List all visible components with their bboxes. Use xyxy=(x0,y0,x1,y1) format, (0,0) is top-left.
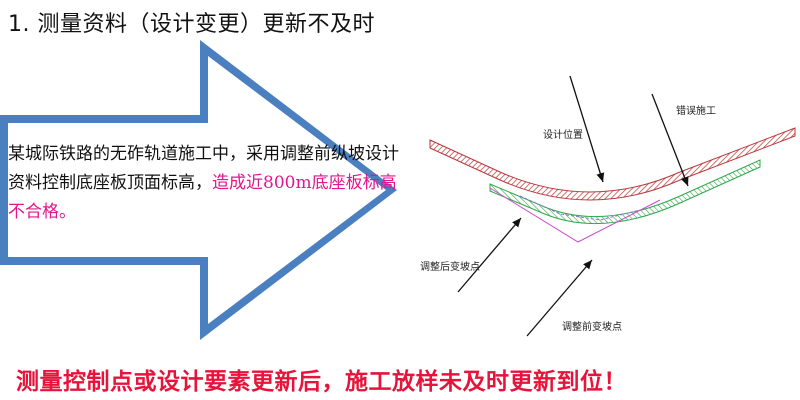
design-position-curve xyxy=(429,127,796,201)
description-highlight: 造成近800m底座板标高不合格。 xyxy=(8,173,397,222)
description-main: 某城际铁路的无砟轨道施工中，采用调整前纵坡设计资料控制底座板顶面标高， xyxy=(8,144,399,193)
warning-footer: 测量控制点或设计要素更新后，施工放样未及时更新到位！ xyxy=(16,369,627,395)
design-position-label: 设计位置 xyxy=(543,130,583,141)
original-vpi-label: 调整前变坡点 xyxy=(562,322,622,333)
adjusted-vpi-label: 调整后变坡点 xyxy=(420,262,480,273)
adjusted-vpi-arrow xyxy=(457,217,522,293)
design-position-arrow xyxy=(569,75,605,183)
page-title: 1. 测量资料（设计变更）更新不及时 xyxy=(8,12,375,37)
original-vpi-arrow xyxy=(526,259,593,337)
wrong-construction-label: 错误施工 xyxy=(676,106,716,117)
wrong-construction-arrow xyxy=(651,93,689,187)
vertical-profile-lines xyxy=(489,187,661,243)
wrong-construction-curve xyxy=(489,159,761,225)
description-text: 某城际铁路的无砟轨道施工中，采用调整前纵坡设计资料控制底座板顶面标高，造成近80… xyxy=(8,140,408,227)
